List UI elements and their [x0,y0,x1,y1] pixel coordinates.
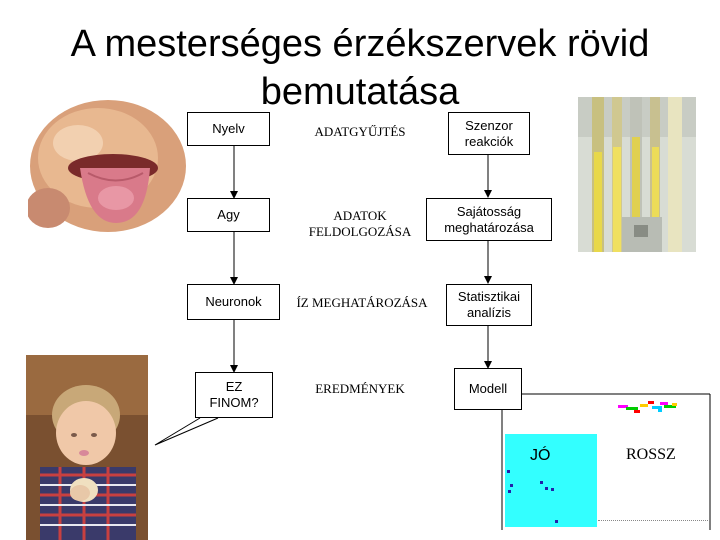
bad-region [598,520,708,527]
box-szenzor-reakciok: Szenzor reakciók [448,112,530,155]
bad-point [660,402,668,405]
label-eredmenyek: EREDMÉNYEK [315,381,405,396]
good-point [551,488,554,491]
bad-point [626,407,638,410]
child-photo [26,355,148,540]
sensor-photo [578,97,696,252]
good-point [508,490,511,493]
bad-point [664,405,676,408]
bad-point [640,404,648,407]
label-adatok-feldolgozasa: ADATOK FELDOLGOZÁSA [308,208,412,239]
box-sajatossag: Sajátosság meghatározása [426,198,552,241]
tongue-photo [28,98,188,233]
bad-point [652,406,662,409]
label-adatgyujtes: ADATGYŰJTÉS [314,124,406,139]
bad-point [672,403,677,406]
box-statisztikai-analizis: Statisztikai analízis [446,284,532,326]
good-region [505,434,597,527]
bad-point [618,405,628,408]
label-iz-meghatarozasa: ÍZ MEGHATÁROZÁSA [296,295,428,310]
good-point [555,520,558,523]
slide-title-line2: bemutatása [260,71,460,113]
bad-label: ROSSZ [626,446,676,463]
good-point [540,481,543,484]
bad-point [658,409,662,412]
box-ez-finom: EZ FINOM? [195,372,273,418]
box-neuronok: Neuronok [187,284,280,320]
bad-point [648,401,654,404]
good-point [545,487,548,490]
bad-point [634,410,640,413]
good-point [510,484,513,487]
good-point [507,470,510,473]
box-agy: Agy [187,198,270,232]
slide-title-line1: A mesterséges érzékszervek rövid [70,23,650,65]
box-nyelv: Nyelv [187,112,270,146]
good-label: JÓ [530,447,551,464]
box-modell: Modell [454,368,522,410]
